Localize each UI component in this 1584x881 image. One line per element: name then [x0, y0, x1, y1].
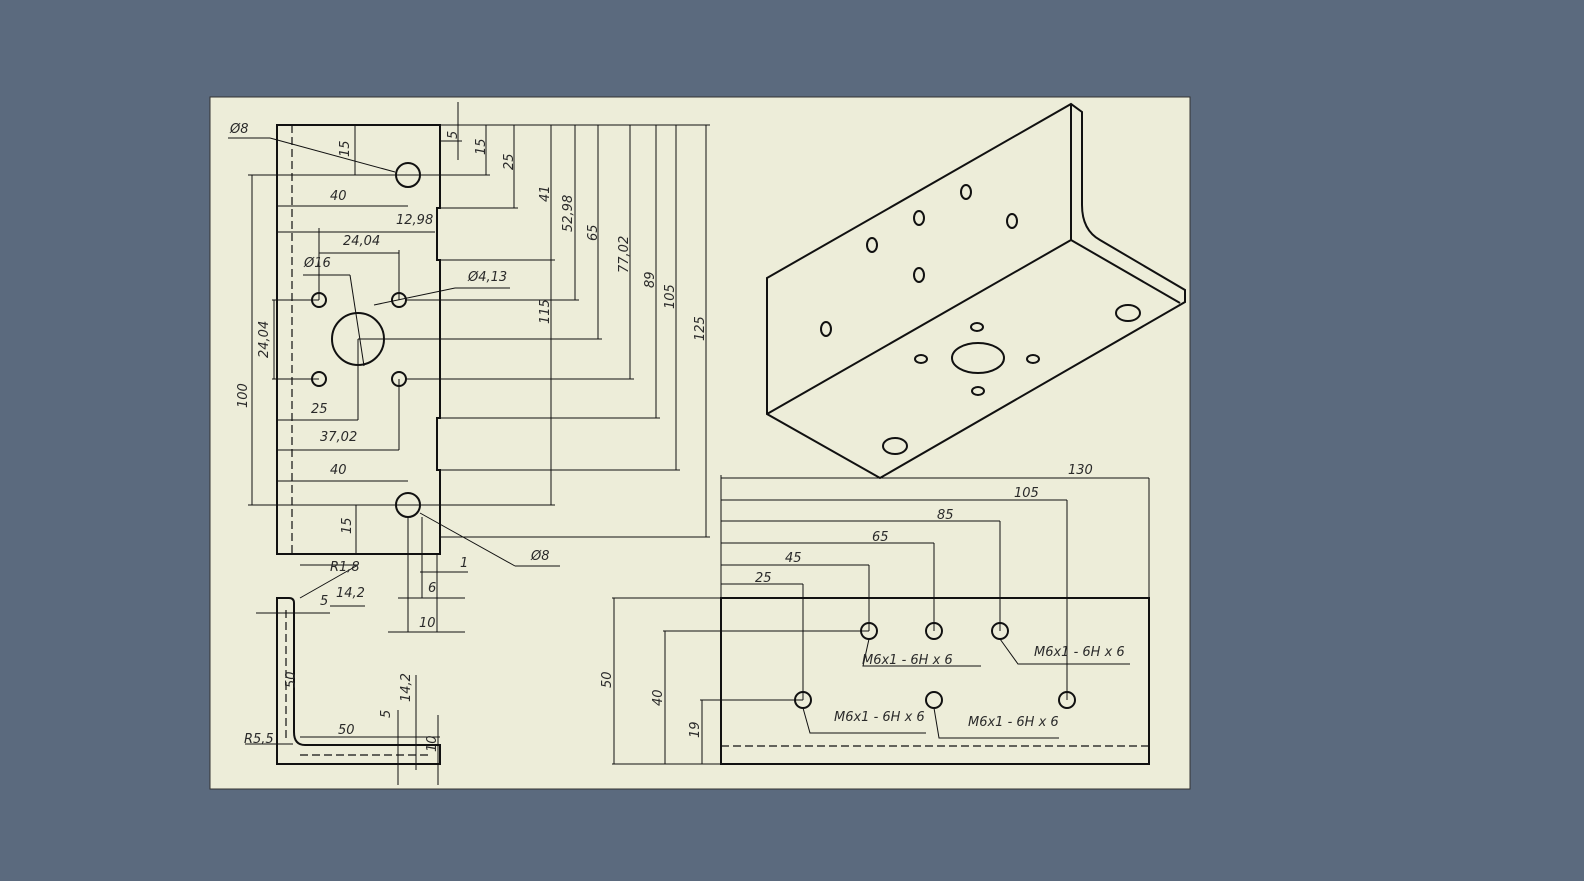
dim-label: 40	[651, 689, 666, 706]
dim-label: 100	[236, 383, 251, 408]
dim-label: 5	[446, 131, 461, 139]
dim-label: 105	[1014, 486, 1039, 501]
dim-label: 25	[502, 153, 517, 170]
iso-outline	[766, 102, 1186, 480]
dim-label: 5	[320, 594, 328, 609]
dim-label: 50	[338, 723, 355, 738]
dim-label: 24,04	[257, 321, 272, 358]
dim-label: 105	[663, 284, 678, 309]
isometric-view	[766, 102, 1186, 480]
dim-label: 12,98	[396, 213, 433, 228]
dim-label: Ø8	[530, 549, 550, 564]
dim-label: 77,02	[617, 236, 632, 273]
drawing-sheet	[209, 96, 1191, 790]
dim-label: 19	[688, 721, 703, 738]
dim-label: Ø8	[229, 122, 249, 137]
front-dimension-lines	[228, 102, 710, 633]
thread-callout: M6x1 - 6H x 6	[862, 653, 953, 668]
dim-label: 130	[1068, 463, 1093, 478]
dim-label: R1,8	[330, 560, 360, 575]
dim-label: 89	[643, 271, 658, 288]
dim-label: 41	[538, 185, 553, 202]
dim-label: R5,5	[244, 732, 274, 747]
dim-label: 45	[785, 551, 802, 566]
dim-label: 52,98	[561, 195, 576, 232]
dim-label: 24,04	[343, 234, 380, 249]
bottom-outline	[720, 597, 1150, 765]
dim-label: 15	[338, 140, 353, 157]
dim-label: 40	[330, 189, 347, 204]
dim-label: 25	[755, 571, 772, 586]
bottom-view: 130 105 85 65 45 25 50 40 19 M6x1 - 6H x…	[600, 463, 1150, 765]
dim-label: Ø4,13	[467, 270, 507, 285]
dim-label: 14,2	[399, 673, 414, 702]
dim-label: 25	[311, 402, 328, 417]
dim-label: 6	[428, 581, 436, 596]
thread-callout: M6x1 - 6H x 6	[1034, 645, 1125, 660]
thread-callout: M6x1 - 6H x 6	[834, 710, 925, 725]
dim-label: 15	[474, 138, 489, 155]
dim-label: 125	[693, 316, 708, 341]
dim-label: 10	[419, 616, 436, 631]
dim-label: 10	[425, 735, 440, 752]
thread-callout: M6x1 - 6H x 6	[968, 715, 1059, 730]
dim-label: Ø16	[303, 256, 331, 271]
front-view: Ø8 15 40 12,98 24,04 Ø16 Ø4,13 24,04 100…	[228, 102, 710, 633]
dim-label: 65	[586, 224, 601, 241]
iso-holes	[820, 184, 1141, 455]
dim-label: 15	[340, 517, 355, 534]
side-outline	[276, 597, 441, 765]
dim-label: 85	[937, 508, 954, 523]
dim-label: 5	[379, 710, 394, 718]
dim-label: 14,2	[336, 586, 365, 601]
dim-label: 1	[460, 556, 468, 571]
dim-label: 50	[600, 671, 615, 688]
dim-label: 50	[284, 671, 299, 688]
dim-label: 115	[538, 299, 553, 324]
dim-label: 40	[330, 463, 347, 478]
front-outline	[276, 124, 441, 555]
dim-label: 65	[872, 530, 889, 545]
side-view: R1,8 14,2 5 50 50 5 14,2 10 R5,5	[244, 560, 441, 785]
dim-label: 37,02	[320, 430, 357, 445]
